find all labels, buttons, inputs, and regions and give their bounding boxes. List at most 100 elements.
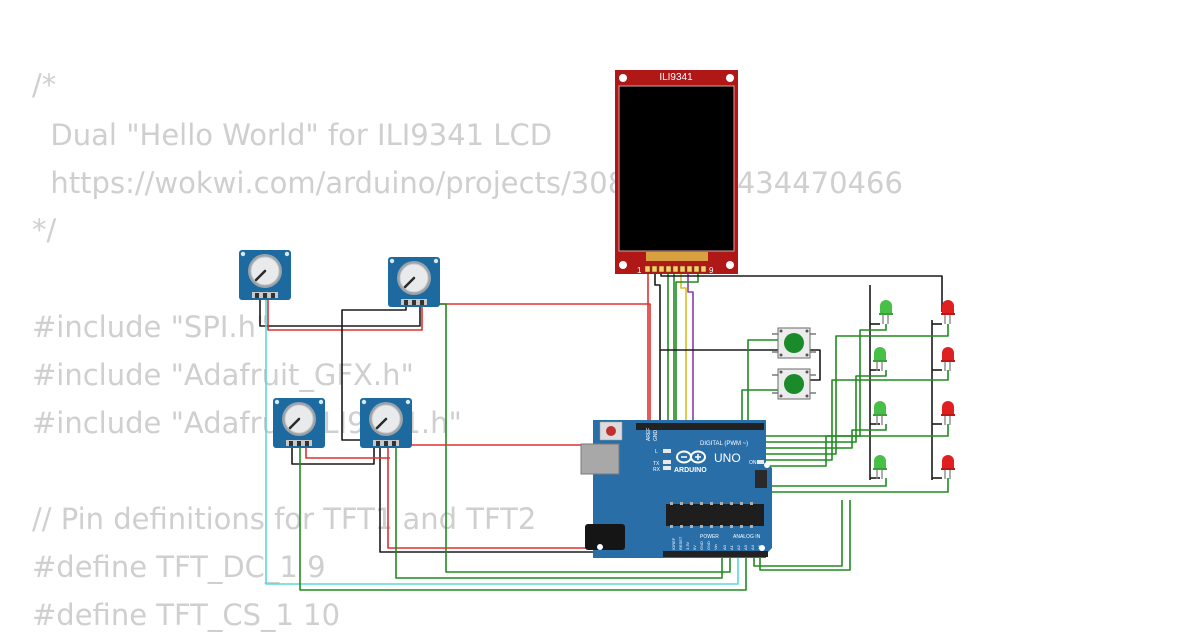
wire[interactable] [341, 304, 620, 553]
chip-pins [670, 502, 753, 528]
power-pin-label: GND [706, 541, 711, 550]
wire[interactable] [412, 303, 651, 445]
button-cap-icon [784, 374, 804, 394]
onboard-led-rx [663, 466, 671, 470]
wire[interactable] [753, 500, 843, 567]
rx-label: RX [653, 467, 661, 473]
icsp-header [755, 470, 767, 488]
wire[interactable] [299, 448, 747, 591]
reset-button-icon [606, 426, 616, 436]
wire[interactable] [387, 448, 660, 549]
potentiometer-knob-icon [254, 269, 267, 282]
arduino-logo-icon [676, 450, 706, 464]
wire[interactable] [759, 500, 851, 571]
mounting-hole-icon [764, 462, 770, 468]
tft-pin-first-label: 1 [637, 266, 642, 275]
power-pin-label: 3.3V [685, 541, 690, 550]
gnd-label: GND [653, 430, 659, 442]
arduino-logo-text: ARDUINO [674, 467, 707, 474]
tft-pin-last-label: 9 [709, 266, 714, 275]
push-button[interactable] [772, 368, 816, 400]
potentiometer[interactable] [273, 398, 325, 448]
code-line: #include "Adafruit_GFX.h" [32, 358, 414, 392]
atmega-chip [666, 504, 764, 526]
wire[interactable] [810, 349, 821, 381]
on-label: ON [749, 460, 757, 466]
digital-header [636, 423, 764, 430]
potentiometer-knob-icon [288, 417, 301, 430]
power-jack [585, 524, 625, 550]
code-line: #define TFT_CS_1 10 [32, 598, 341, 632]
mounting-hole-icon [597, 544, 603, 550]
tft-screen [618, 85, 735, 252]
mounting-hole-icon [726, 74, 734, 82]
potentiometer[interactable] [239, 250, 291, 300]
analog-label: ANALOG IN [733, 534, 761, 540]
wire[interactable] [654, 270, 661, 425]
power-analog-header [663, 551, 768, 557]
wire[interactable] [764, 424, 887, 449]
led-red[interactable] [941, 455, 955, 479]
wire[interactable] [767, 478, 949, 493]
wire[interactable] [265, 298, 739, 585]
wire[interactable] [675, 270, 699, 425]
mounting-hole-icon [726, 261, 734, 269]
wire[interactable] [680, 270, 687, 425]
wire[interactable] [267, 298, 423, 331]
wire[interactable] [305, 448, 390, 459]
analog-pin-label: A4 [750, 544, 755, 550]
mounting-hole-icon [619, 74, 627, 82]
potentiometer[interactable] [388, 257, 440, 307]
tft-display[interactable]: ILI9341 1 9 [615, 70, 738, 275]
wire[interactable] [395, 448, 723, 579]
onboard-led-on [757, 460, 764, 464]
usb-connector [580, 443, 620, 475]
code-line: #define TFT_DC_1 9 [32, 550, 326, 584]
model-label: UNO [714, 451, 741, 465]
power-pin-label: 5V [692, 545, 697, 550]
wire[interactable] [291, 448, 375, 465]
led-red[interactable] [941, 347, 955, 371]
wire[interactable] [747, 339, 778, 425]
power-pin-label: Vin [713, 544, 718, 550]
wire[interactable] [764, 324, 949, 455]
tx-label: TX [653, 461, 660, 467]
onboard-led-tx [663, 460, 671, 464]
analog-pin-label: A2 [736, 544, 741, 550]
wire[interactable] [741, 389, 778, 425]
wire[interactable] [660, 270, 943, 312]
code-line: Dual "Hello World" for ILI9341 LCD [32, 118, 553, 152]
power-pin-label: IOREF [671, 537, 676, 550]
analog-pin-label: A1 [729, 544, 734, 550]
aref-label: AREF [646, 428, 652, 441]
arduino-uno-board[interactable]: AREF GND DIGITAL (PWM ~) L TX RX UNO ARD… [580, 420, 772, 558]
wire[interactable] [259, 298, 421, 327]
power-pin-label: RESET [678, 536, 683, 550]
code-line: */ [32, 213, 57, 247]
led-green[interactable] [873, 347, 887, 371]
code-line: #include "SPI.h" [32, 310, 270, 344]
tft-title: ILI9341 [659, 72, 693, 83]
analog-pin-label: A0 [722, 544, 727, 550]
power-pin-label: GND [699, 541, 704, 550]
digital-label: DIGITAL (PWM ~) [700, 441, 748, 447]
code-line: // Pin definitions for TFT1 and TFT2 [32, 502, 537, 536]
power-label: POWER [700, 534, 719, 540]
led-green[interactable] [879, 300, 893, 324]
wire[interactable] [764, 424, 949, 467]
led-green[interactable] [873, 455, 887, 479]
push-button[interactable] [772, 327, 816, 359]
led-red[interactable] [941, 300, 955, 324]
wire[interactable] [687, 270, 694, 425]
button-cap-icon [784, 333, 804, 353]
mounting-hole-icon [759, 545, 765, 551]
potentiometer[interactable] [360, 398, 412, 448]
led-green[interactable] [873, 401, 887, 425]
wire[interactable] [764, 370, 949, 461]
mounting-hole-icon [619, 261, 627, 269]
potentiometer-knob-icon [375, 417, 388, 430]
onboard-led-l [663, 449, 671, 453]
led-red[interactable] [941, 401, 955, 425]
